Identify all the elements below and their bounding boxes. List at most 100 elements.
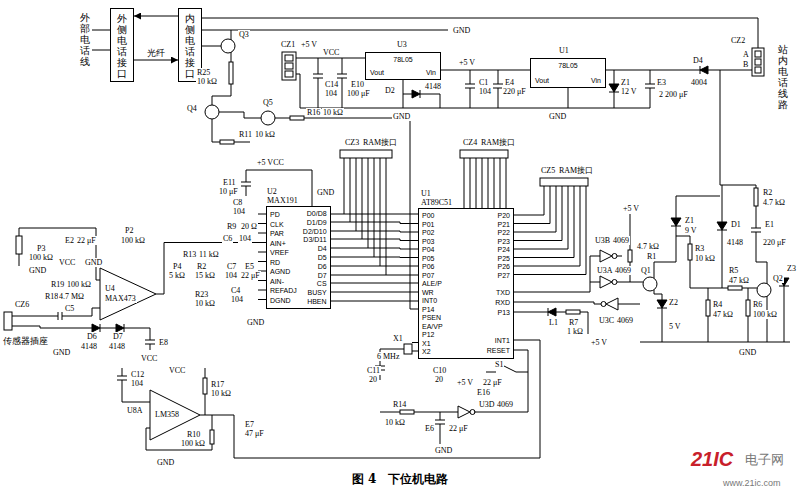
part-label: 4148	[726, 238, 744, 247]
part-label: E7	[244, 420, 255, 429]
pin-name: BUSY	[308, 289, 327, 297]
caption-text: 图 4 下位机电路	[352, 472, 449, 486]
pin-name: P23	[498, 238, 510, 246]
part-label: 10 kΩ	[194, 299, 216, 308]
pin-name: DGND	[270, 297, 291, 305]
pin-name: X2	[422, 348, 431, 356]
part-label: U1	[558, 46, 570, 55]
part-label: 9 V	[684, 226, 698, 235]
chip-name: U1	[421, 189, 431, 198]
part-label: R25	[196, 68, 211, 77]
part-label: P3	[36, 244, 46, 253]
part-label: R7	[568, 318, 579, 327]
part-label: 10 kΩ	[694, 254, 716, 263]
part-label: RAM接口	[558, 166, 594, 175]
part-label: 6 MHz	[376, 352, 400, 361]
pin-name: Vout	[535, 77, 549, 85]
part-label: 4069	[616, 316, 634, 325]
part-label: C7	[226, 262, 237, 271]
chip-name: AT89C51	[421, 198, 452, 207]
part-label: 10 kΩ	[384, 418, 406, 427]
part-label: R19	[50, 280, 65, 289]
pin-name: P13	[498, 309, 510, 317]
part-label: C4	[230, 286, 241, 295]
part-label: 104	[478, 87, 492, 96]
pin-name: CLK	[270, 221, 284, 229]
part-label: 22 μF	[240, 271, 261, 280]
part-label: 15 kΩ	[194, 271, 216, 280]
part-label: 100 kΩ	[180, 439, 206, 448]
part-label: Q2	[772, 274, 784, 283]
part-label: Q5	[262, 98, 274, 107]
part-label: LM358	[154, 410, 180, 419]
mcu-chip: U1AT89C51P00P01P02P03P04P05P06P07ALE/PWR…	[418, 208, 514, 359]
signal-connector	[331, 214, 418, 215]
part-label: C10	[432, 366, 447, 375]
pin-name: PD	[270, 211, 280, 219]
part-label: U4	[104, 284, 116, 293]
pin-name: TXD	[496, 289, 510, 297]
part-label: C1	[478, 78, 489, 87]
part-label: D7	[112, 332, 124, 341]
part-label: U8A	[126, 406, 144, 415]
part-label: 4.7 MΩ	[58, 292, 85, 301]
part-label: 47 μF	[244, 429, 265, 438]
part-label: C6	[222, 234, 233, 243]
pin-name: INT0	[422, 297, 437, 305]
edge-label: 光纤	[147, 48, 165, 58]
part-label: C11	[366, 366, 381, 375]
pin-name: RESET	[487, 347, 510, 355]
pin-name: PSEN	[422, 314, 441, 322]
part-label: +5 V	[300, 40, 318, 49]
pin-name: D7	[318, 272, 327, 280]
line-name: 站内电话线路	[778, 44, 788, 110]
part-label: R13	[182, 250, 197, 259]
part-label: 4.7 kΩ	[636, 242, 660, 251]
part-label: 10 kΩ	[196, 77, 218, 86]
part-label: R23	[194, 290, 209, 299]
pin-name: P26	[498, 263, 510, 271]
part-label: 22 μF	[76, 236, 97, 245]
pin-name: REFADJ	[270, 287, 297, 295]
part-label: U3A	[596, 266, 614, 275]
part-label: 12 V	[620, 87, 638, 96]
part-label: CZ3	[344, 138, 360, 147]
part-label: R5	[728, 266, 739, 275]
part-label: 104	[232, 207, 246, 216]
pin-name: P12	[422, 331, 434, 339]
part-label: 220 μF	[762, 238, 787, 247]
part-label: E16	[476, 388, 491, 397]
pin-name: P27	[498, 272, 510, 280]
watermark: www.21ic.com	[722, 478, 782, 488]
part-label: Q3	[238, 30, 250, 39]
part-label: VCC	[140, 354, 158, 363]
pin-name: CS	[317, 280, 327, 288]
part-label: GND	[28, 266, 47, 275]
part-label: E10	[350, 80, 365, 89]
part-label: D4	[692, 56, 704, 65]
interface-name: 外侧电话接口	[117, 13, 127, 79]
part-label: GND	[156, 458, 175, 467]
part-label: R2	[196, 262, 207, 271]
part-label: CZ6	[14, 300, 30, 309]
pin-name: P05	[422, 255, 434, 263]
part-label: +5 V	[590, 338, 608, 347]
part-label: Q4	[186, 104, 198, 113]
part-label: VCC	[58, 258, 76, 267]
part-label: U3D	[478, 400, 496, 409]
part-label: P4	[172, 262, 182, 271]
part-label: R9	[226, 222, 237, 231]
part-label: 100 kΩ	[28, 253, 54, 262]
part-label: D2	[384, 86, 396, 95]
part-label: +5 V	[622, 204, 640, 213]
part-label: GND	[84, 258, 103, 267]
pin-name: RD	[270, 259, 280, 267]
part-label: R17	[210, 380, 225, 389]
pin-name: P04	[422, 246, 434, 254]
pin-name: P03	[422, 238, 434, 246]
pin-name: PAR	[270, 230, 284, 238]
part-label: 104	[324, 89, 338, 98]
part-label: C8	[232, 198, 243, 207]
pin-name: D4	[318, 245, 327, 253]
part-label: 4148	[108, 342, 126, 351]
